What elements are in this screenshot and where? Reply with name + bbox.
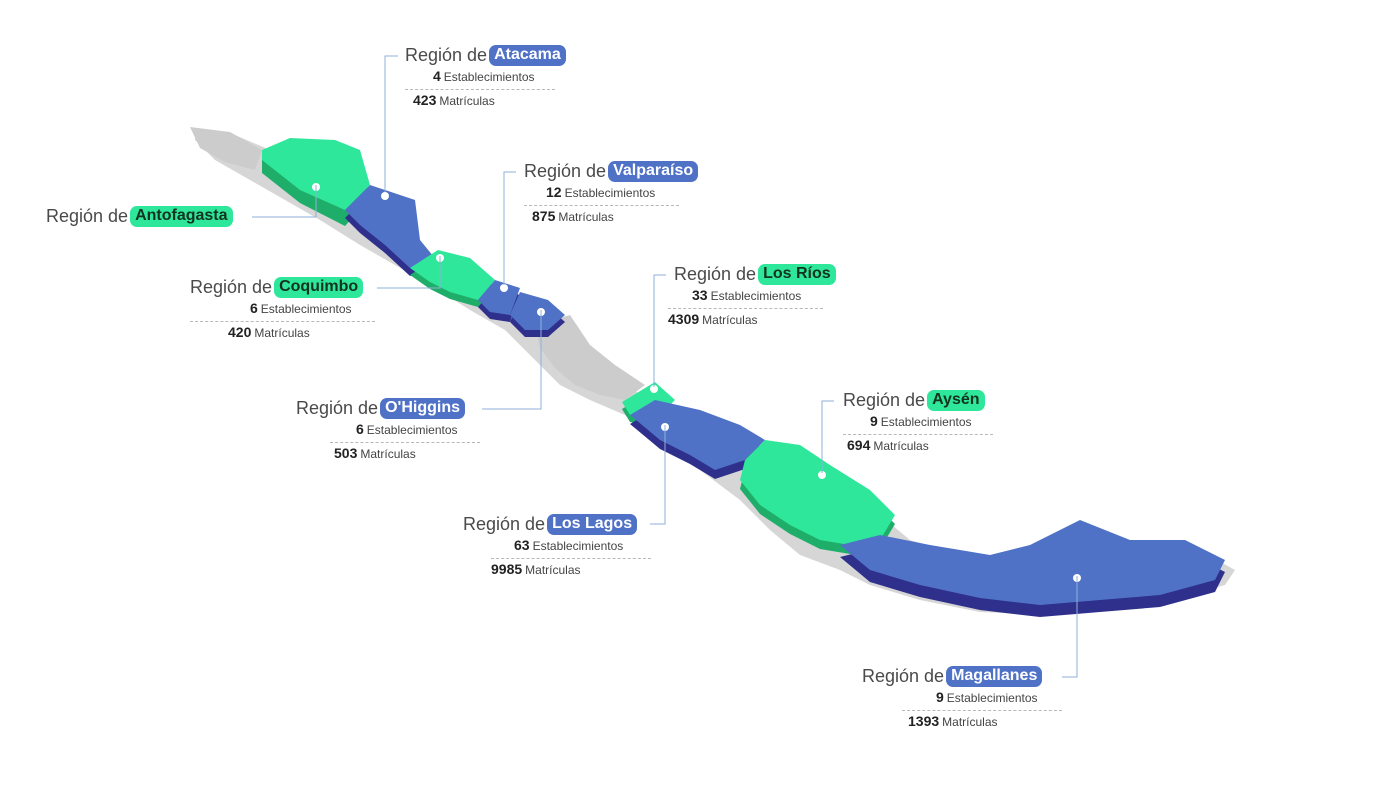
region-name-pill: Los Ríos (758, 264, 836, 285)
divider (668, 308, 823, 309)
region-name-pill: Atacama (489, 45, 566, 66)
region-name-pill: O'Higgins (380, 398, 465, 419)
region-prefix: Región de (405, 45, 488, 65)
region-name-pill: Coquimbo (274, 277, 364, 298)
leader-antofagasta (252, 185, 317, 218)
region-metropolitana-shape (535, 315, 645, 400)
region-prefix: Región de (862, 666, 945, 686)
region-coquimbo-shape (410, 250, 495, 307)
divider (902, 710, 1062, 711)
region-ohiggins-shape (510, 292, 565, 337)
region-name-pill: Valparaíso (608, 161, 699, 182)
divider (524, 205, 679, 206)
divider (843, 434, 993, 435)
region-prefix: Región de (463, 514, 546, 534)
region-magallanes-shape (840, 520, 1225, 617)
divider (491, 558, 651, 559)
region-name-pill: Los Lagos (547, 514, 638, 535)
divider (190, 321, 375, 322)
divider (330, 442, 480, 443)
region-prefix: Región de (296, 398, 379, 418)
leader-atacama (384, 55, 398, 192)
region-prefix: Región de (190, 277, 273, 297)
region-aysen-shape (740, 440, 895, 554)
region-name-pill: Aysén (927, 390, 985, 411)
region-prefix: Región de (46, 206, 129, 226)
region-prefix: Región de (843, 390, 926, 410)
leader-lines (252, 55, 1078, 678)
leader-los-lagos (650, 425, 666, 525)
leader-los-rios (653, 274, 666, 387)
leader-magallanes (1062, 576, 1078, 678)
leader-coquimbo (377, 256, 441, 289)
region-valparaiso-shape (478, 280, 520, 322)
region-los-lagos-shape (630, 400, 765, 479)
region-name-pill: Antofagasta (130, 206, 233, 227)
region-name-pill: Magallanes (946, 666, 1043, 687)
region-atacama-shape (345, 185, 438, 276)
map-neutral-regions (190, 127, 645, 400)
leader-valparaiso (503, 171, 516, 285)
region-prefix: Región de (524, 161, 607, 181)
region-prefix: Región de (674, 264, 757, 284)
divider (405, 89, 555, 90)
leader-ohiggins (482, 310, 542, 410)
label-antofagasta: Región de Antofagasta (46, 206, 233, 227)
region-tarapaca-shape (190, 127, 262, 170)
leader-aysen (821, 400, 834, 473)
